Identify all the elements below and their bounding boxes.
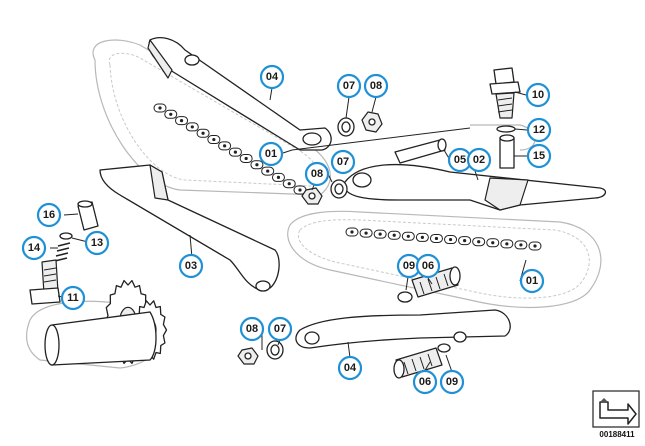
washer-nut-set-top [337,111,383,137]
chain-pin [169,112,173,116]
chain-pin [244,156,248,161]
callout-14: 14 [21,235,47,261]
chain-pin [158,106,162,110]
callout-label: 12 [533,124,545,136]
tensioner-rail [343,138,607,211]
callout-06-bottom: 06 [412,369,438,395]
chain-pin [179,119,184,123]
callout-11: 11 [60,285,86,311]
chain-pin [364,231,368,235]
washer-nut-set-mid [301,179,348,205]
callout-label: 05 [454,154,466,166]
callout-label: 01 [265,148,277,160]
chain-pin [276,175,281,179]
upper-guide-rail [147,37,332,151]
washer-nut-set-bottom [237,340,284,365]
chain-pin [519,243,523,247]
chain-pin [491,241,495,245]
callout-09-bottom: 09 [439,369,465,395]
callout-label: 08 [246,323,258,335]
callout-16: 16 [36,202,62,228]
callout-09-mid: 09 [396,253,422,279]
chain-pin [434,236,439,241]
callout-03: 03 [178,253,204,279]
callout-08-mid: 08 [304,161,330,187]
lower-guide-rail [295,309,511,349]
callout-07-top: 07 [336,73,362,99]
figure-number: 00188411 [599,430,635,439]
callout-label: 07 [337,156,349,168]
callout-label: 16 [43,209,55,221]
callout-label: 09 [446,376,458,388]
callout-05: 05 [447,147,473,173]
callout-06-mid: 06 [415,253,441,279]
callout-label: 14 [28,242,41,254]
callout-13: 13 [84,230,110,256]
callout-08-bottom: 08 [239,316,265,342]
chain-pin [420,235,424,239]
callout-label: 06 [419,376,431,388]
lower-timing-chain [345,227,542,251]
chain-pin [233,150,237,154]
chain-pin [477,240,481,244]
callout-label: 09 [403,260,415,272]
callout-label: 11 [67,292,79,304]
slide-rail [99,164,280,292]
chain-pin [223,144,227,148]
chain-pin [190,125,194,129]
callout-01-right: 01 [519,268,545,294]
chain-pin [406,234,410,238]
chain-pin [298,188,302,192]
callout-15: 15 [526,143,552,169]
chain-pin [378,232,382,236]
chain-pin [350,230,354,234]
chain-pin [448,237,453,242]
callout-label: 08 [370,80,382,92]
chain-pin [212,137,216,142]
callout-01-top: 01 [258,141,284,167]
chain-pin [287,182,291,186]
callout-label: 03 [185,260,197,272]
navigation-arrow-icon[interactable] [592,390,640,428]
sprocket-assembly [44,279,168,366]
callout-08-top: 08 [363,73,389,99]
chain-pin [463,239,467,243]
callout-12: 12 [526,117,552,143]
callout-04-top: 04 [259,64,285,90]
callout-label: 04 [344,362,357,374]
callout-label: 10 [532,89,544,101]
chain-pin [392,233,396,237]
callout-label: 15 [533,150,545,162]
callout-07-mid: 07 [330,149,356,175]
chain-tensioner [489,67,521,169]
callout-label: 07 [274,323,286,335]
callout-label: 06 [422,260,434,272]
callout-10: 10 [525,82,551,108]
callout-label: 01 [526,275,538,287]
callout-02: 02 [466,147,492,173]
callout-label: 08 [311,168,323,180]
chain-pin [255,163,259,167]
chain-pin [505,242,509,246]
callout-07-bottom: 07 [267,316,293,342]
chain-pin [201,131,205,135]
callout-label: 07 [343,80,355,92]
guide-pin-upper [397,266,461,303]
guide-pin-lower [393,343,451,379]
chain-pin [533,244,537,248]
callout-label: 13 [91,237,103,249]
left-plunger-set [29,200,99,305]
callout-label: 04 [266,71,279,83]
chain-pin [266,169,270,173]
callout-label: 02 [473,154,485,166]
callout-04-bottom: 04 [337,355,363,381]
upper-timing-chain [153,103,307,195]
